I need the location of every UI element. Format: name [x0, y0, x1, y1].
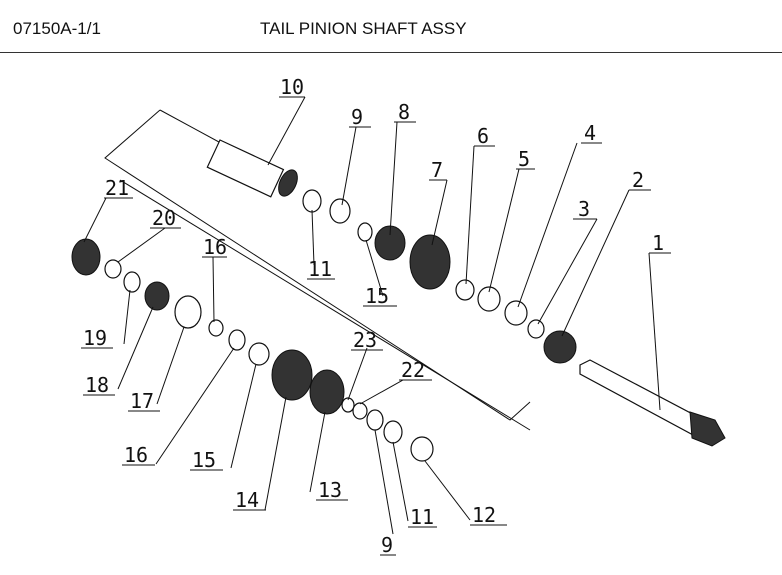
callout-20: 19 [83, 326, 107, 350]
part-20-ring [123, 271, 141, 293]
part-6-ring [455, 279, 475, 301]
part-5-snap-ring [477, 286, 501, 312]
callout-12: 12 [472, 503, 496, 527]
callout-21: 20 [152, 206, 176, 230]
callout-7: 7 [431, 158, 443, 182]
callout-16: 15 [365, 284, 389, 308]
callout-16-lower: 16 [124, 443, 148, 467]
callout-18: 17 [130, 389, 154, 413]
callout-underlines [81, 96, 671, 556]
part-2-bearing [543, 330, 577, 364]
callout-17: 16 [203, 235, 227, 259]
part-4-washer [504, 300, 528, 326]
callout-14: 14 [235, 488, 259, 512]
part-21-washer [104, 259, 122, 279]
callout-1: 1 [652, 231, 664, 255]
callout-3: 3 [578, 197, 590, 221]
callout-11-lower: 11 [410, 505, 434, 529]
part-9-bushing [329, 198, 351, 224]
part-14-gear [271, 349, 313, 401]
callout-10: 10 [280, 75, 304, 99]
document-code: 07150A-1/1 [13, 19, 101, 38]
callout-2: 2 [632, 168, 644, 192]
part-24-washer [341, 397, 355, 413]
callout-5: 5 [518, 147, 530, 171]
assembly-outline [104, 109, 531, 421]
callout-11: 11 [308, 257, 332, 281]
part-10-splined-shaft [206, 139, 298, 198]
part-3-ring [527, 319, 545, 339]
callout-24: 23 [353, 328, 377, 352]
part-16-washer [357, 222, 373, 242]
part-7-gear [409, 234, 451, 290]
callout-6: 6 [477, 124, 489, 148]
document-title: TAIL PINION SHAFT ASSY [260, 19, 467, 38]
callout-9: 9 [351, 105, 363, 129]
callout-19: 18 [85, 373, 109, 397]
part-8-gear [374, 225, 406, 261]
part-23-washer [352, 402, 368, 420]
callout-4: 4 [584, 121, 596, 145]
part-13-gear [309, 369, 345, 415]
header-rule [0, 52, 782, 53]
assembly-outline-top [159, 109, 231, 149]
part-18-collar [174, 295, 202, 329]
part-12-snap-ring [410, 436, 434, 462]
part-22-gear [71, 238, 101, 276]
callout-9-lower: 9 [381, 533, 393, 557]
part-1-pinion-shaft [579, 359, 726, 447]
leader-lines [83, 96, 661, 535]
part-9-bushing-lower [366, 409, 384, 431]
part-16-washer-lower [228, 329, 246, 351]
part-11-bushing-lower [383, 420, 403, 444]
assembly-outline-bottom [119, 179, 531, 431]
part-11-bushing [302, 189, 322, 213]
callout-13: 13 [318, 478, 342, 502]
callout-8: 8 [398, 100, 410, 124]
callout-22: 21 [105, 176, 129, 200]
callout-15: 15 [192, 448, 216, 472]
part-17-ring [208, 319, 224, 337]
part-19-bearing [144, 281, 170, 311]
callout-23: 22 [401, 358, 425, 382]
part-15-snap-ring [248, 342, 270, 366]
